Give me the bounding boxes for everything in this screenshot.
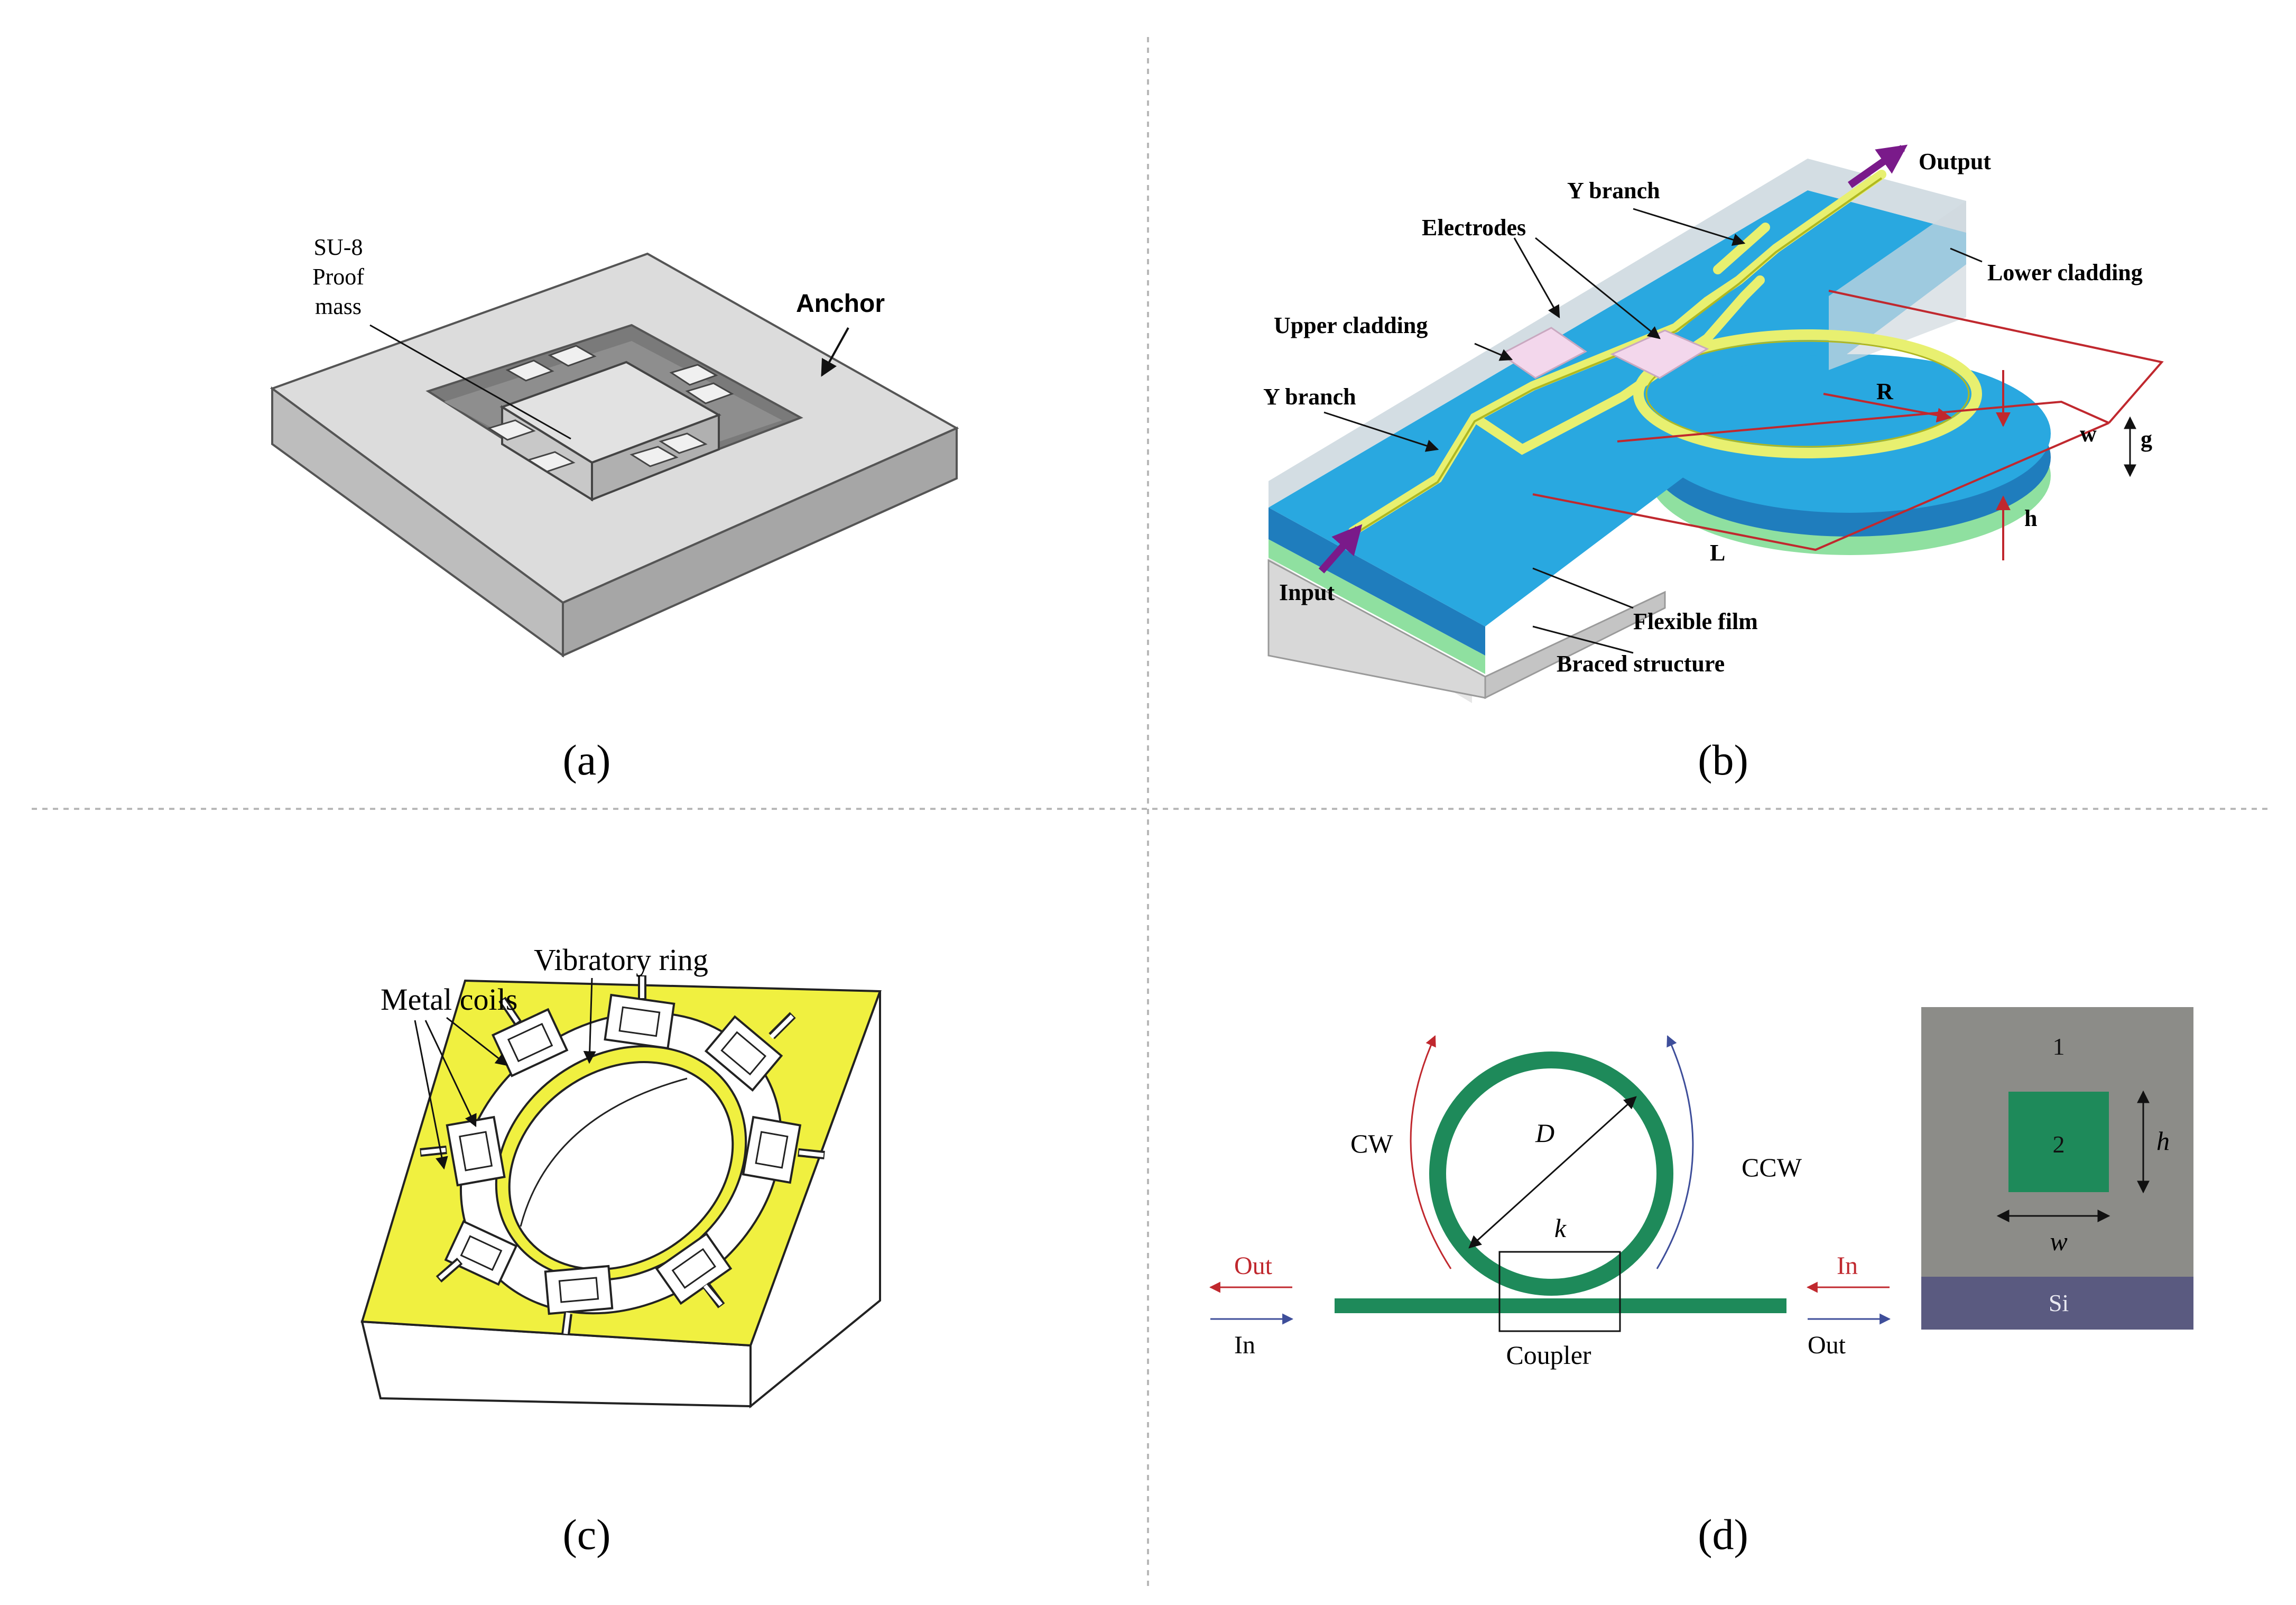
g-label: g (2141, 426, 2152, 452)
input-arrow (1318, 524, 1363, 574)
panel-a: SU-8 Proof mass Anchor (a) (270, 234, 959, 784)
core-width-label: w (2050, 1226, 2067, 1256)
upper-cladding-label: Upper cladding (1274, 312, 1428, 338)
y-branch-left-label: Y branch (1263, 384, 1356, 410)
electrodes-label: Electrodes (1422, 215, 1526, 241)
cross-section-si (1921, 1277, 2193, 1330)
output-arrow (1847, 144, 1908, 188)
ring-resonator (1429, 1051, 1673, 1296)
region-2-label: 2 (2053, 1131, 2065, 1158)
ccw-label: CCW (1742, 1152, 1802, 1182)
spring-beams (487, 345, 734, 473)
panel-b-leaders (1323, 208, 1983, 654)
caption-b: (b) (1698, 736, 1748, 784)
diameter-label: D (1535, 1118, 1554, 1148)
caption-a: (a) (562, 736, 610, 784)
output-label: Output (1919, 149, 1991, 174)
electrode-left (1499, 327, 1587, 379)
vibratory-ring-label: Vibratory ring (534, 943, 708, 977)
panel-d: CW CCW D k Out In In Out Coupler 1 2 h w… (1209, 1007, 2193, 1558)
lower-cladding-side (1269, 508, 1485, 656)
coupler-label: Coupler (1506, 1340, 1591, 1370)
upper-cladding-slab (1269, 159, 1966, 508)
ring-hole-inner-wall (520, 1077, 688, 1227)
panel-b: Output Y branch Electrodes Lower claddin… (1263, 144, 2164, 784)
bus-waveguide (1335, 1298, 1786, 1313)
micro-ring-resonator (1633, 329, 1982, 458)
region-1-label: 1 (2053, 1033, 2065, 1060)
upper-cladding-top (1269, 190, 1966, 626)
accelerometer-frame-right-side (562, 426, 958, 658)
upper-cladding-slab-right (1829, 201, 1966, 370)
panel-c-leaders (414, 977, 596, 1170)
cw-arc (1410, 1035, 1452, 1269)
metal-coils-label: Metal coils (381, 982, 517, 1017)
out-right-label: Out (1808, 1331, 1846, 1359)
anchor-leader (821, 327, 849, 377)
core-height-label: h (2156, 1126, 2170, 1156)
coupler-box (1498, 1251, 1621, 1332)
cw-label: CW (1350, 1129, 1393, 1158)
braced-structure-label: Braced structure (1557, 651, 1725, 677)
upper-cladding-disk-top (1649, 354, 2051, 513)
in-right-label: In (1837, 1252, 1858, 1280)
braced-side-face (1484, 591, 1666, 699)
r-label: R (1876, 379, 1894, 404)
flexible-film (1269, 539, 1485, 674)
anchor-label: Anchor (796, 290, 885, 318)
proof-mass-label-line2: Proof (312, 264, 364, 290)
dimension-lines (1532, 290, 2164, 560)
proof-mass-leader (369, 324, 571, 440)
si-label: Si (2049, 1289, 2069, 1316)
flexible-film-label: Flexible film (1633, 608, 1758, 634)
coil-inner-slots (459, 1006, 789, 1303)
cross-section-core (2008, 1092, 2109, 1192)
panel-c: Vibratory ring Metal coils (c) (360, 943, 882, 1558)
caption-d: (d) (1698, 1510, 1748, 1558)
coupling-k-label: k (1554, 1213, 1567, 1243)
input-label: Input (1279, 579, 1335, 605)
w-label: w (2080, 421, 2097, 447)
lower-cladding-label: Lower cladding (1987, 260, 2143, 285)
out-left-label: Out (1234, 1252, 1273, 1280)
caption-c: (c) (562, 1510, 610, 1558)
ccw-arc (1656, 1035, 1694, 1269)
micro-ring-inner-edge (1645, 340, 1970, 448)
diameter-arrow (1468, 1096, 1637, 1249)
proof-mass-label-line1: SU-8 (314, 234, 363, 260)
coil-lead-cores (421, 976, 824, 1334)
proof-mass-label-line3: mass (315, 293, 362, 319)
in-left-label: In (1234, 1331, 1255, 1359)
l-label: L (1710, 540, 1725, 566)
h-label: h (2024, 505, 2037, 531)
y-branch-top-label: Y branch (1567, 178, 1660, 204)
ring-hole (508, 1061, 734, 1270)
waveguide-highlights (1352, 177, 1883, 536)
